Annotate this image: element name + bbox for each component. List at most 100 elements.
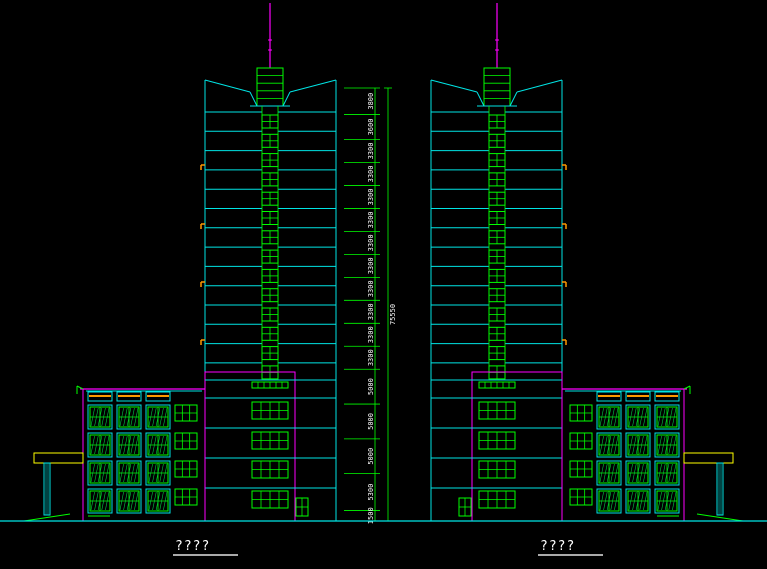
podium-hatched-window-hatch: [599, 463, 604, 483]
podium-hatched-window-hatch: [664, 463, 670, 483]
podium-hatched-window: [654, 488, 680, 514]
podium-hatched-window-hatch: [664, 435, 670, 455]
podium-hatched-window: [654, 432, 680, 458]
podium-hatched-window: [625, 432, 651, 458]
podium-hatched-window-hatch: [126, 463, 132, 483]
podium-hatched-window-hatch: [148, 491, 153, 511]
podium-hatched-window-hatch: [105, 435, 110, 455]
dim-segment-label: 1500: [367, 507, 375, 524]
podium-hatched-window-hatch: [97, 435, 103, 455]
podium-hatched-window-hatch: [606, 463, 612, 483]
podium-hatched-window-hatch: [155, 463, 161, 483]
podium-hatched-window-hatch: [603, 435, 608, 455]
podium-hatched-window: [145, 432, 171, 458]
podium-hatched-window-hatch: [90, 435, 95, 455]
podium-hatched-window-hatch: [664, 491, 670, 511]
podium-hatched-window-hatch: [599, 491, 604, 511]
crown-roof: [249, 91, 258, 107]
podium-hatched-window-hatch: [635, 407, 641, 427]
podium-hatched-window-hatch: [90, 407, 95, 427]
podium-hatched-window-hatch: [661, 463, 666, 483]
podium-hatched-window-hatch: [643, 491, 648, 511]
podium-hatched-window-hatch: [614, 435, 619, 455]
podium-hatched-window-hatch: [152, 435, 157, 455]
podium-awning: [625, 391, 651, 402]
podium-hatched-window-hatch: [130, 407, 135, 427]
podium-hatched-window-hatch: [639, 407, 644, 427]
podium-hatched-window-hatch: [639, 491, 644, 511]
podium-hatched-window-hatch: [152, 463, 157, 483]
landscape-slope: [23, 513, 71, 522]
podium-hatched-window-hatch: [123, 435, 128, 455]
podium-hatched-window-hatch: [148, 435, 153, 455]
podium-hatched-window-hatch: [101, 407, 106, 427]
podium-hatched-window-hatch: [130, 463, 135, 483]
dim-segment-label: 5000: [367, 448, 375, 465]
podium-hatched-window-hatch: [610, 435, 615, 455]
podium-hatched-window-hatch: [614, 407, 619, 427]
podium-awning: [87, 391, 113, 402]
dim-segment-label: 5000: [367, 413, 375, 430]
podium-hatched-window-hatch: [101, 491, 106, 511]
podium-hatched-window-hatch: [119, 407, 124, 427]
podium-hatched-window-hatch: [105, 463, 110, 483]
podium-hatched-window: [116, 432, 142, 458]
podium-hatched-window-hatch: [148, 463, 153, 483]
podium-hatched-window-hatch: [163, 463, 168, 483]
caption-left: ????: [175, 539, 210, 554]
podium-hatched-window: [87, 460, 113, 486]
dim-segment-label: 3300: [367, 234, 375, 251]
crown-roof: [282, 91, 291, 107]
podium-hatched-window-hatch: [672, 435, 677, 455]
podium-hatched-window-hatch: [668, 435, 673, 455]
podium-hatched-window: [87, 488, 113, 514]
podium-hatched-window-hatch: [668, 407, 673, 427]
podium-hatched-window-hatch: [90, 491, 95, 511]
podium-awning: [596, 391, 622, 402]
crown-roof: [430, 79, 478, 93]
podium-hatched-window-hatch: [610, 463, 615, 483]
podium-hatched-window-hatch: [119, 491, 124, 511]
dim-segment-label: 3300: [367, 349, 375, 366]
podium-hatched-window-hatch: [661, 407, 666, 427]
podium-hatched-window-hatch: [123, 463, 128, 483]
podium-hatched-window-hatch: [657, 435, 662, 455]
podium-awning: [654, 391, 680, 402]
dimension-chain: 3800360033003300330033003300330033003300…: [344, 87, 397, 524]
podium-hatched-window-hatch: [123, 407, 128, 427]
podium-hatched-window-hatch: [101, 435, 106, 455]
podium-hatched-window-hatch: [657, 491, 662, 511]
podium-hatched-window: [654, 460, 680, 486]
podium-hatched-window: [116, 488, 142, 514]
podium-hatched-window-hatch: [635, 463, 641, 483]
podium-hatched-window-hatch: [126, 491, 132, 511]
dim-segment-label: 3300: [367, 189, 375, 206]
podium-hatched-window-hatch: [159, 407, 164, 427]
podium-hatched-window: [625, 404, 651, 430]
dim-segment-label: 3300: [367, 280, 375, 297]
podium-hatched-window-hatch: [632, 491, 637, 511]
podium-hatched-window-hatch: [639, 463, 644, 483]
podium-hatched-window-hatch: [657, 407, 662, 427]
podium-hatched-window-hatch: [97, 407, 103, 427]
podium-hatched-window: [625, 460, 651, 486]
podium-hatched-window: [596, 488, 622, 514]
podium-hatched-window-hatch: [152, 491, 157, 511]
podium-hatched-window-hatch: [119, 435, 124, 455]
podium-hatched-window-hatch: [668, 463, 673, 483]
podium-hatched-window-hatch: [643, 407, 648, 427]
podium-hatched-window-hatch: [628, 407, 633, 427]
podium-hatched-window-hatch: [159, 463, 164, 483]
podium-hatched-window-hatch: [643, 435, 648, 455]
podium-hatched-window-hatch: [628, 491, 633, 511]
podium-hatched-window-hatch: [610, 407, 615, 427]
dim-total-label: 75550: [389, 304, 397, 325]
podium-hatched-window-hatch: [97, 491, 103, 511]
crown-roof: [476, 91, 485, 107]
dim-segment-label: 3300: [367, 303, 375, 320]
podium-hatched-window-hatch: [159, 491, 164, 511]
podium-hatched-window-hatch: [668, 491, 673, 511]
podium-hatched-window-hatch: [94, 491, 99, 511]
podium-hatched-window-hatch: [643, 463, 648, 483]
